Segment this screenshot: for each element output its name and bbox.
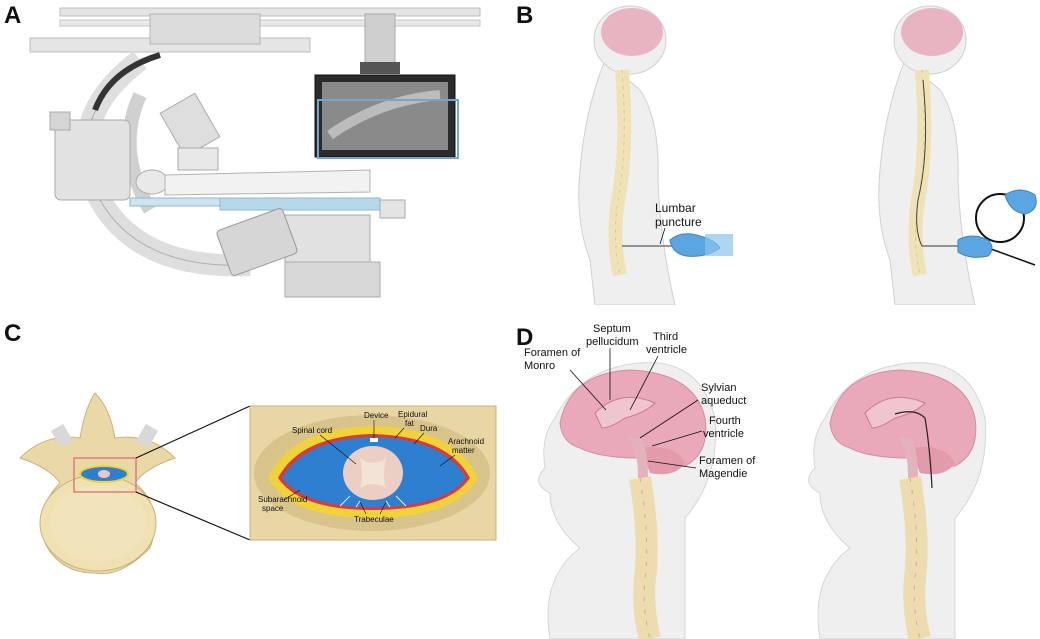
dura-label: Dura [420,424,438,433]
lumbar-puncture-label-1: Lumbar [655,201,696,215]
table-base [284,261,381,298]
detector [54,119,131,201]
table-column [284,214,371,266]
zoom-panel: Device Epidural fat Dura Spinal cord Ara… [249,405,497,541]
cerebellum [910,447,955,475]
panel-a-letter: A [4,2,22,29]
monitor-bracket [317,99,459,159]
device-mini [370,438,378,442]
label-leader [659,227,666,245]
foramen-magendie-label-1: Foramen of [699,455,756,467]
brain [601,8,663,56]
foramen-monro-label-1: Foramen of [524,347,581,359]
ceiling-rail [59,7,481,17]
trabeculae-label: Trabeculae [354,515,394,524]
zoom-line [135,405,251,459]
arachnoid-label-1: Arachnoid [448,437,484,446]
device-catheter [894,411,933,489]
ventricle [594,396,656,429]
gloved-hand-lower [957,235,993,258]
septum-label-2: pellucidum [586,336,639,348]
figure-right [878,5,1037,305]
brain [829,369,977,467]
brain [559,369,707,467]
ceiling-rail [59,19,481,27]
third-ventricle-label-1: Third [653,331,678,343]
panel-a: A [0,0,500,305]
zoom-line [135,491,251,541]
arachnoid-label-2: matter [452,446,475,455]
detector-lower [216,208,298,276]
septum-label-1: Septum [593,323,631,335]
c-arm-dark [92,52,161,112]
catheter-loop [975,193,1025,243]
panel-d: D Septum pellucidum Third ventricle Fora… [510,318,1040,639]
patient-head [135,169,169,195]
monitor-mount [364,13,396,70]
panel-c-letter: C [4,320,22,347]
brainstem [628,438,648,478]
foramen-magendie-label-2: Magendie [699,468,747,480]
foramen-monro-label-2: Monro [524,360,555,372]
head-left: Septum pellucidum Third ventricle Forame… [524,323,756,639]
gloved-hand-upper [1004,189,1037,215]
epidural-fat-label-2: fat [405,419,415,428]
sylvian-aqueduct-label-2: aqueduct [701,395,746,407]
brain-ventricles-illustration: Septum pellucidum Third ventricle Forame… [524,323,987,639]
sylvian-aqueduct-label-1: Sylvian [701,382,736,394]
patient-body [164,169,371,196]
cerebellum [640,447,685,475]
vertebra [19,392,176,575]
x-ray-tube [159,92,221,158]
panel-b: B Lumbar puncture [510,0,1040,305]
monitor-mount-head [360,62,400,74]
subarachnoid-label-1: Subarachnoid [258,495,307,504]
ceiling-carriage [149,13,261,45]
vertebra-cross-section-illustration: Device Epidural fat Dura Spinal cord Ara… [19,392,497,575]
brain [901,8,963,56]
figure-left: Lumbar puncture [578,5,733,305]
panel-b-letter: B [516,2,534,29]
table-end [379,199,406,219]
table-side [219,197,381,211]
zoom-box [73,457,137,493]
spinal-cord-label: Spinal cord [292,426,332,435]
panel-c: C Device Epidural [0,318,510,639]
spine [629,476,661,639]
device-label: Device [364,411,389,420]
angiography-suite-illustration [29,7,481,298]
brainstem [898,438,918,478]
epidural-fat-label-1: Epidural [398,410,428,419]
device-catheter [916,79,927,247]
lumbar-puncture-label-2: puncture [655,215,702,229]
spine [899,476,931,639]
fourth-ventricle-label-2: ventricle [703,428,744,440]
third-ventricle-label-2: ventricle [646,344,687,356]
panel-d-letter: D [516,324,534,351]
lumbar-puncture-illustration: Lumbar puncture [578,5,1037,305]
fourth-ventricle-label-1: Fourth [709,415,741,427]
head-right [808,362,987,639]
subarachnoid-label-2: space [262,504,284,513]
